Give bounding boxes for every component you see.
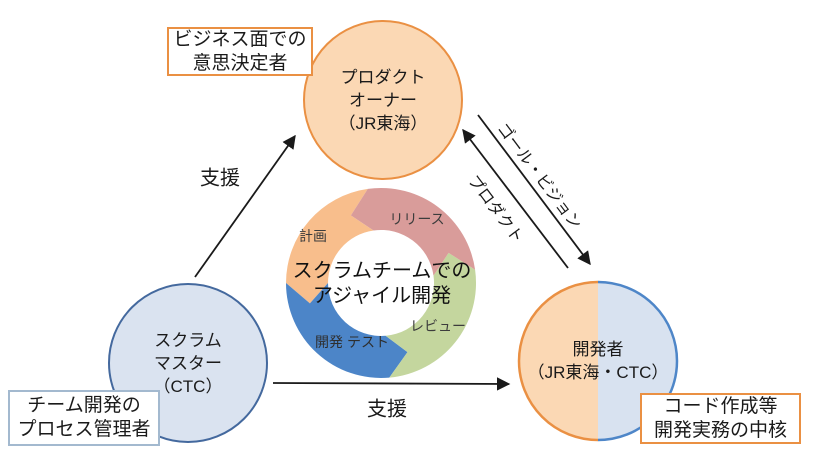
support-label-left: 支援 (200, 167, 240, 190)
cycle-label-release: リリース (389, 211, 445, 227)
product-owner-line3: （JR東海） (338, 113, 428, 133)
developer-line2: （JR東海・CTC） (527, 363, 669, 382)
callout-team-process: チーム開発の プロセス管理者 (8, 390, 160, 446)
developer-border-orange (517, 280, 599, 442)
node-product-owner: プロダクト オーナー （JR東海） (303, 20, 463, 180)
cycle-segment-dev-test (286, 283, 408, 378)
cycle-segment-plan (286, 188, 374, 304)
developer-border-blue (597, 280, 679, 442)
support-arrow-sm-to-dev (272, 377, 511, 391)
agile-cycle-donut (286, 187, 477, 378)
developer-half-orange (519, 282, 598, 440)
cycle-center-line1: スクラムチームでの (292, 260, 472, 282)
scrum-master-line2: マスター (154, 353, 222, 373)
support-label-bottom: 支援 (367, 398, 407, 421)
cycle-label-plan: 計画 (299, 228, 327, 244)
callout-code-core: コード作成等 開発実務の中核 (640, 393, 801, 444)
support-arrow-sm-to-po (194, 134, 296, 278)
cycle-segment-release (350, 187, 476, 276)
scrum-master-line3: （CTC） (153, 376, 223, 396)
callout-code-line2: 開発実務の中核 (653, 419, 787, 441)
callout-process-line2: プロセス管理者 (17, 419, 151, 440)
cycle-label-review: レビュー (410, 318, 466, 334)
scrum-master-line1: スクラム (154, 330, 222, 350)
callout-business-decision: ビジネス面での 意思決定者 (167, 27, 313, 76)
product-owner-line2: オーナー (349, 90, 417, 110)
callout-business-line2: 意思決定者 (192, 52, 288, 74)
developer-label: 開発者 （JR東海・CTC） (515, 278, 681, 444)
cycle-segment-review (385, 252, 477, 378)
product-owner-line1: プロダクト (340, 67, 426, 87)
cycle-center-line2: アジャイル開発 (312, 285, 452, 307)
callout-code-line1: コード作成等 (663, 395, 778, 417)
cycle-center-caption: スクラムチームでの アジャイル開発 (293, 259, 472, 309)
callout-process-line1: チーム開発の (27, 395, 141, 416)
cycle-label-dev-test: 開発 テスト (315, 334, 389, 350)
developer-line1: 開発者 (572, 340, 624, 359)
goal-vision-arrow-po-to-dev (477, 114, 591, 266)
product-arrow-dev-to-po (462, 128, 569, 269)
callout-business-line1: ビジネス面での (173, 28, 307, 50)
